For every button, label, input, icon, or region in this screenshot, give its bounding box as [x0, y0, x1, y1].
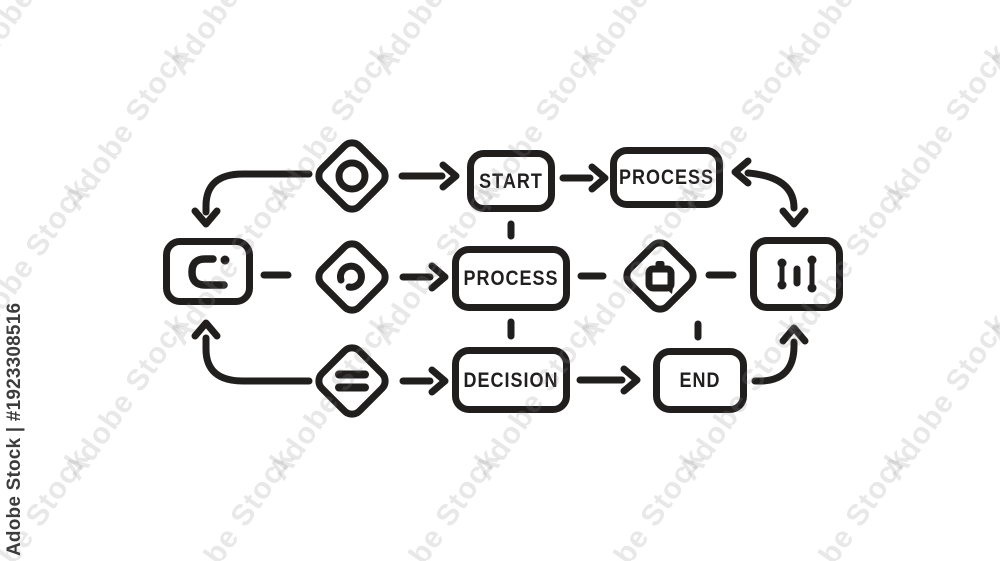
diamond-top-icon-wrap — [322, 146, 382, 206]
watermark-credit: Adobe Stock | #1923308516 — [4, 302, 25, 556]
diamond-bottom-icon-wrap — [322, 351, 382, 411]
box-search-icon — [645, 261, 675, 294]
diamond-mid-icon-wrap — [322, 247, 382, 307]
arrow-diamondbottom-to-decision — [399, 366, 449, 396]
node-diamond-mid — [309, 234, 395, 320]
node-decision: DECISION — [452, 347, 570, 413]
node-diamond-bottom — [309, 338, 395, 424]
arrow-diamondtop-to-leftbox — [191, 170, 313, 228]
node-sliders-box — [750, 237, 843, 311]
arrow-start-to-processtop — [559, 163, 609, 193]
node-start-label: START — [479, 168, 543, 193]
node-process-mid-label: PROCESS — [463, 266, 559, 290]
diamond-right-icon-wrap — [630, 246, 690, 306]
node-process-top: PROCESS — [610, 147, 723, 208]
arrow-diamondmid-to-processmid — [399, 262, 449, 292]
sliders-icon — [777, 255, 816, 293]
node-process-top-label: PROCESS — [618, 165, 715, 189]
circle-dot-icon — [335, 159, 369, 193]
node-end-label: END — [679, 368, 721, 392]
equals-icon — [335, 370, 369, 392]
arrow-diamondtop-to-start — [398, 161, 460, 191]
node-end: END — [653, 348, 747, 413]
arrow-diamondbottom-to-leftbox — [191, 319, 313, 385]
node-start: START — [467, 150, 555, 212]
node-diamond-right — [617, 233, 703, 319]
magnet-icon — [336, 262, 365, 291]
node-process-mid: PROCESS — [452, 246, 570, 311]
arrow-decision-to-end — [576, 365, 641, 395]
curve-dot-icon — [188, 254, 230, 289]
arrow-end-to-slidersbox — [751, 324, 809, 385]
node-decision-label: DECISION — [463, 367, 559, 392]
node-left-box — [163, 238, 253, 305]
node-diamond-top — [309, 133, 395, 219]
arrow-processtop-slidersbox-double — [731, 157, 809, 228]
